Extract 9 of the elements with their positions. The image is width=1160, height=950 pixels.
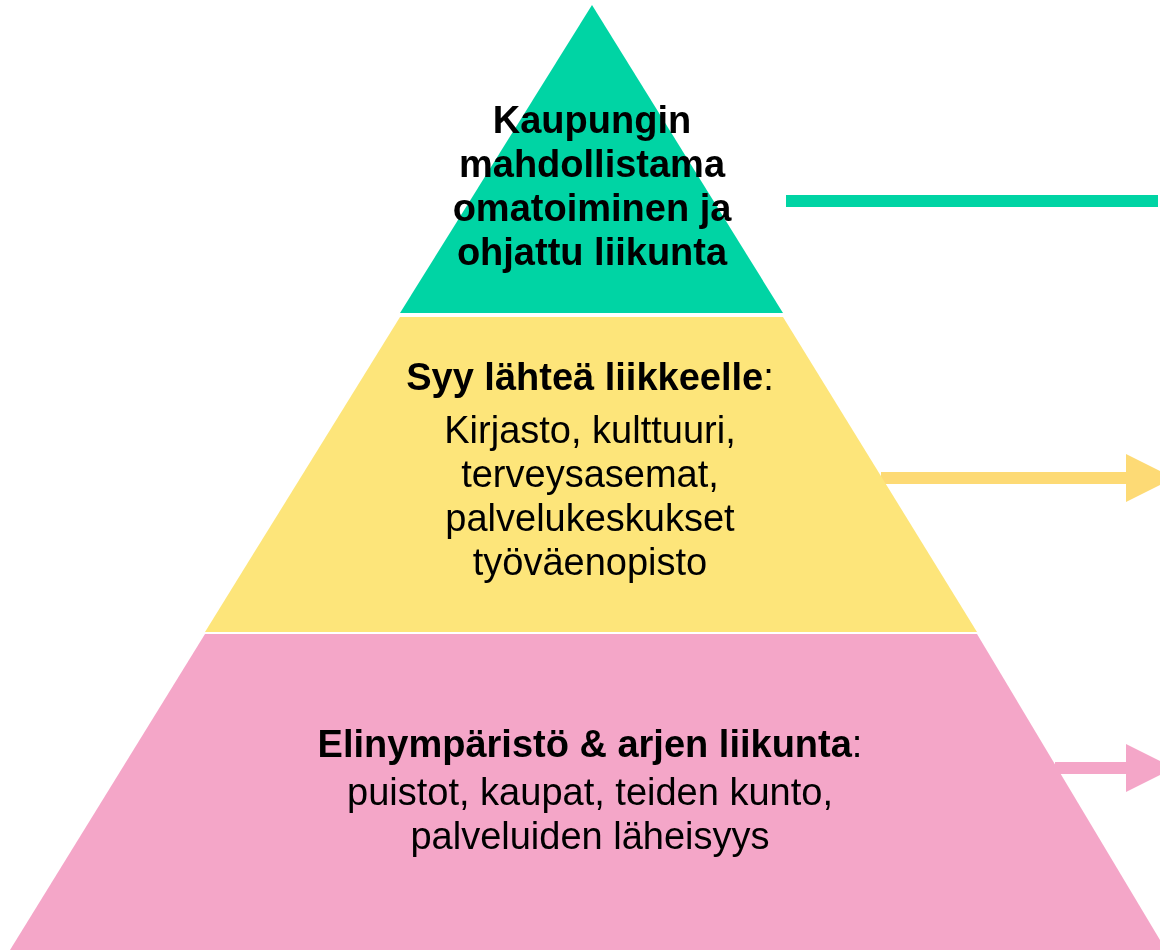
layer-text: Kirjasto, kulttuuri, terveysasemat, palvelukeskukset työväenopisto: [443, 408, 737, 584]
arrow: [881, 454, 1160, 502]
connector-line: [786, 195, 1158, 207]
layer-heading: Elinympäristö & arjen liikunta:: [316, 722, 864, 766]
layer-heading: Syy lähteä liikkeelle:: [405, 355, 775, 399]
arrow: [1055, 744, 1160, 792]
pyramid-layer: [10, 634, 1160, 950]
layer-text: puistot, kaupat, teiden kunto, palveluiden läheisyys: [346, 770, 834, 858]
pyramid-layer: [205, 317, 977, 635]
